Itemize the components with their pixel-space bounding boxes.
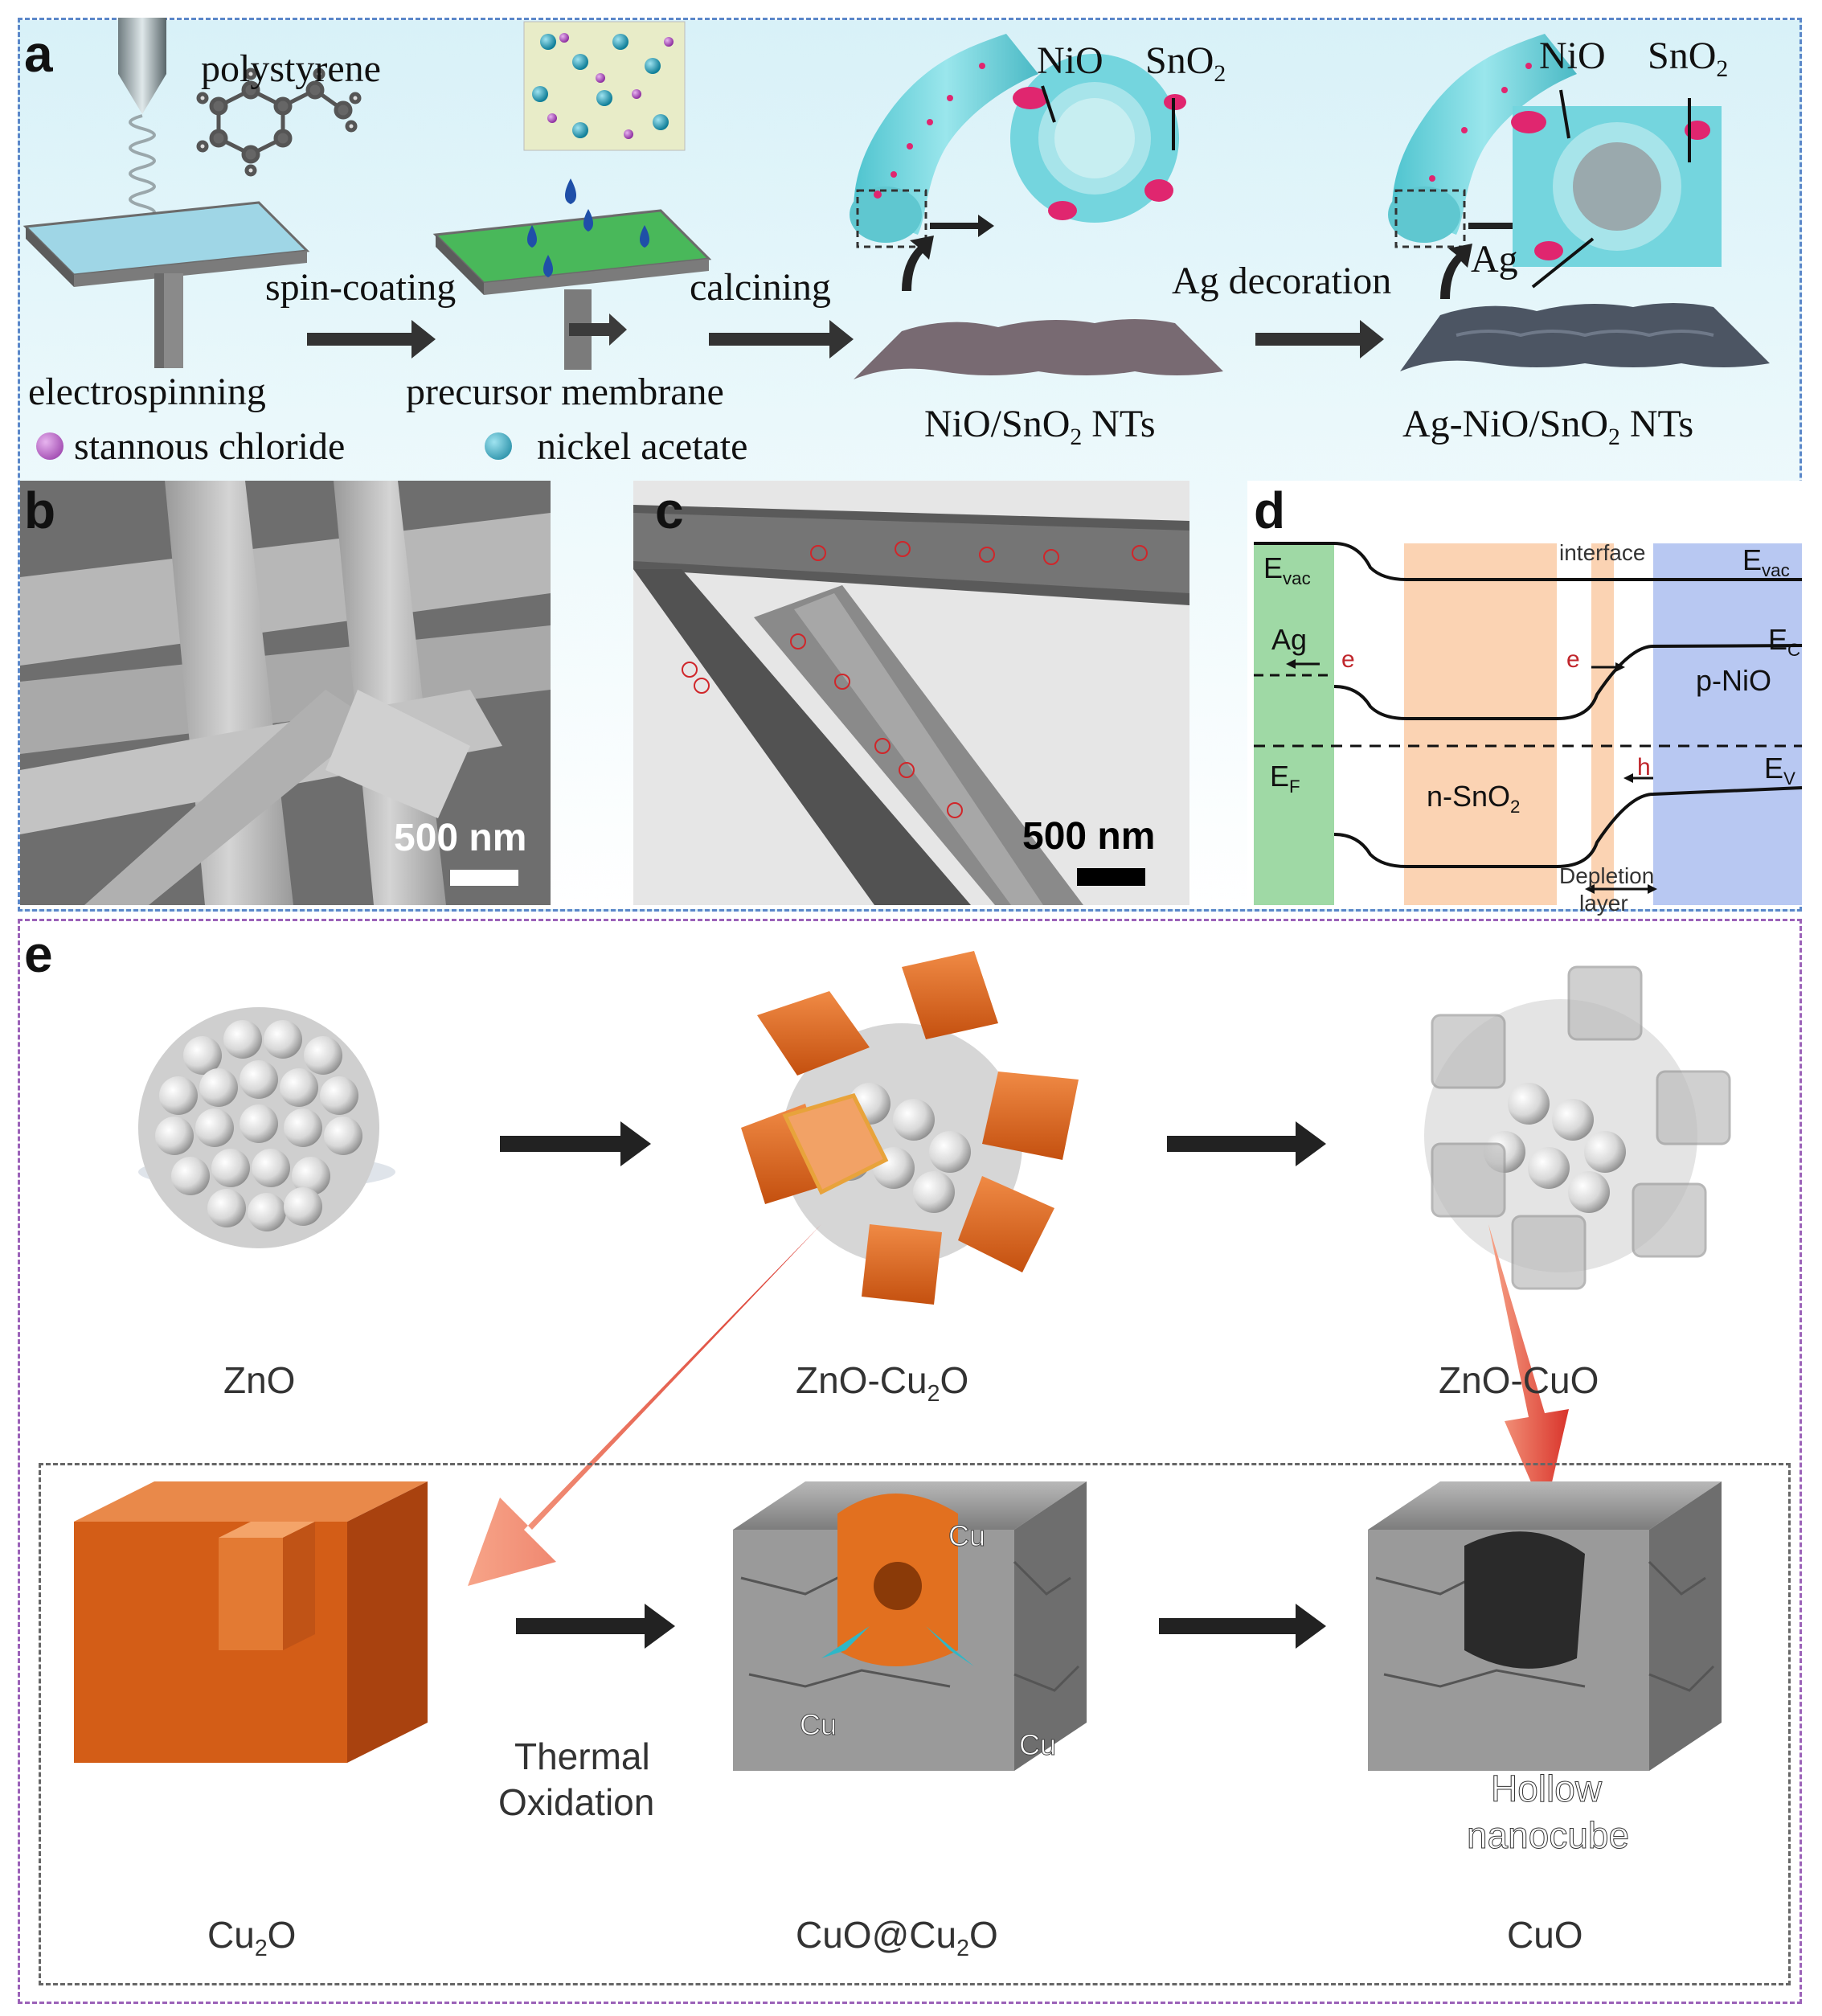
nickel-acetate-label: nickel acetate [537,425,748,468]
nio-sno2-nts-label: NiO/SnO2 NTs [924,403,1156,451]
panel-a-schematic [23,18,1770,379]
process-arrows [307,320,1384,359]
panel-b-letter: b [24,481,56,539]
stannous-chloride-dot [36,432,63,460]
calcined-membrane [854,319,1223,379]
sem-image [20,481,551,905]
panel-c-letter: c [655,481,684,539]
ag-band-label: Ag [1271,623,1308,656]
ag-decoration-label: Ag decoration [1172,260,1392,302]
evac-right-label: Evac [1742,543,1790,580]
cuo-hollow-cube [1368,1481,1722,1771]
electrospinning-label: electrospinning [28,371,266,413]
precursor-solution [523,21,686,204]
cuo-cu2o-label: CuO@Cu2O [796,1914,998,1961]
electron-glyph: e [1566,646,1580,673]
zno-label: ZnO [223,1359,296,1401]
panel-a-letter: a [24,25,53,83]
band-diagram-svg [1254,542,1803,905]
nio-callout-1: NiO [1037,39,1103,82]
ec-label: EC [1768,623,1801,660]
cuo-label: CuO [1507,1914,1583,1956]
interface-label: interface [1559,540,1646,565]
sem-scale-bar [450,870,518,886]
nanotube-zoom-1 [1010,54,1186,223]
collector-stage-2 [432,209,712,370]
polystyrene-label: polystyrene [201,47,381,90]
hole-glyph: h [1637,754,1651,781]
stannous-chloride-label: stannous chloride [74,425,346,468]
p-nio-label: p-NiO [1696,664,1772,697]
ev-label: EV [1764,752,1795,789]
synthesis-arrows [500,1121,1326,1649]
oxidation-label: Oxidation [498,1781,655,1823]
cu-plus-label-top: Cu [948,1519,986,1553]
precursor-membrane-label: precursor membrane [406,371,724,413]
tem-scale-bar [1077,868,1145,886]
layer-label: layer [1579,891,1628,916]
nickel-acetate-dot [485,432,512,460]
hollow-label: Hollow [1490,1768,1603,1810]
ag-callout: Ag [1471,238,1518,281]
ag-decorated-membrane [1400,303,1770,371]
nanotube-zoom-2 [1511,106,1722,267]
thermal-label: Thermal [514,1735,650,1777]
panel-e-schematic [74,951,1731,1771]
panel-e-letter: e [24,925,53,983]
nanocube-label: nanocube [1466,1814,1630,1857]
sem-scale-label: 500 nm [394,817,527,859]
sno2-callout-2: SnO2 [1648,35,1729,83]
callout-arrows [1041,85,1691,289]
electron-glyph: e [1341,646,1355,673]
mechanism-box [39,1463,1791,1985]
spin-coating-label: spin-coating [265,266,457,309]
tem-image [633,481,1189,905]
sem-fibers [20,481,551,905]
collector-stage-1 [23,201,310,368]
zno-cuo-cluster [1424,965,1731,1290]
tem-nanotubes [633,481,1189,905]
n-sno2-label: n-SnO2 [1427,780,1521,817]
panel-d-letter: d [1254,481,1286,539]
zno-cu2o-cluster [741,951,1079,1305]
depletion-label: Depletion [1559,863,1655,888]
nio-sno2-nanotube [850,34,1038,291]
zno-sphere [138,1007,395,1248]
zno-cu2o-label: ZnO-Cu2O [796,1359,969,1407]
calcining-label: calcining [690,266,831,309]
band-diagram [1247,481,1803,905]
ef-label: EF [1270,760,1300,797]
cu-plus-label-left: Cu [799,1708,837,1742]
evac-left-label: Evac [1263,551,1311,588]
electrospinning-needle [118,18,166,232]
nio-callout-2: NiO [1539,35,1606,77]
zno-cuo-label: ZnO-CuO [1439,1359,1599,1401]
cu2o-cube [74,1481,428,1763]
cu-plus-label-right: Cu [1018,1728,1057,1762]
zoom-arrows [468,1224,1569,1586]
polystyrene-molecule [196,68,362,177]
sno2-callout-1: SnO2 [1145,39,1226,88]
ag-nio-sno2-nts-label: Ag-NiO/SnO2 NTs [1402,403,1694,451]
cuo-cu2o-cube [733,1481,1087,1771]
tem-scale-label: 500 nm [1022,815,1156,858]
cu2o-label: Cu2O [207,1914,297,1961]
